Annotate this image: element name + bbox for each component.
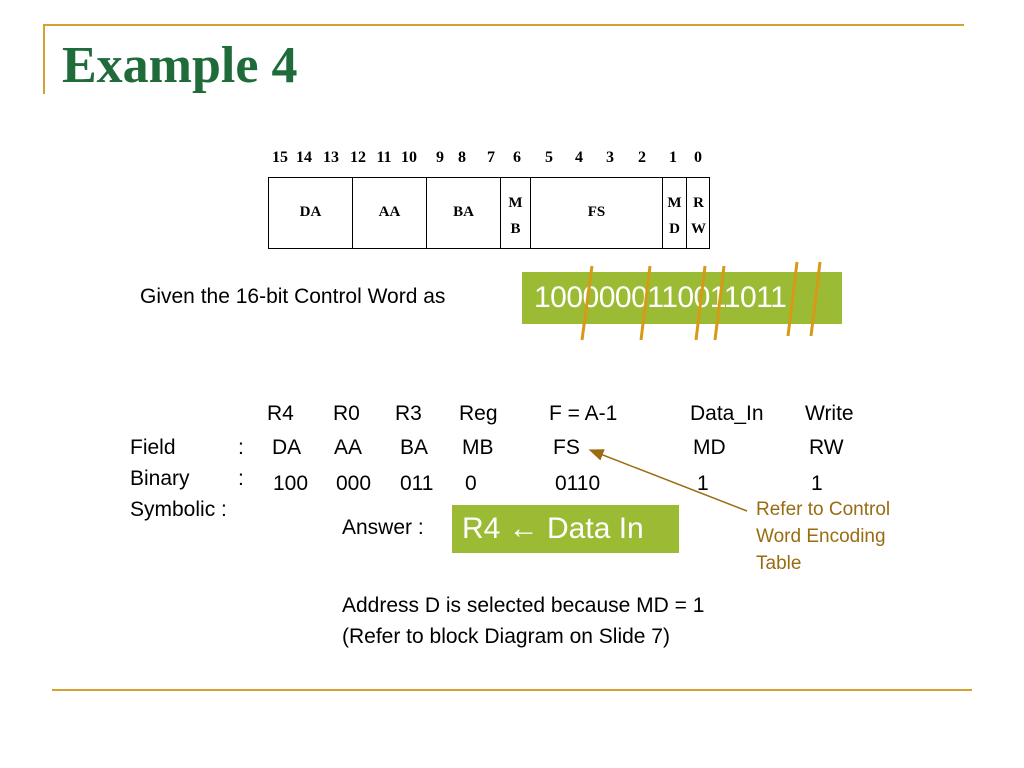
field-separator (426, 177, 427, 249)
field-row-colon: : (238, 436, 244, 459)
given-label: Given the 16-bit Control Word as (140, 285, 446, 308)
bit-number: 11 (376, 149, 392, 166)
explanation-line2: (Refer to block Diagram on Slide 7) (342, 625, 670, 648)
field-divider-stroke (786, 261, 799, 337)
bit-number: 12 (350, 149, 366, 166)
control-word-value: 1000000110011011 (534, 281, 787, 314)
register-md: Data_In (690, 402, 764, 425)
field-row-label: Field (130, 436, 176, 459)
slide-title: Example 4 (62, 37, 298, 94)
binary-da: 100 (273, 472, 309, 495)
callout-line: Refer to Control (756, 499, 891, 520)
field-separator (530, 177, 531, 249)
field-row-ba: BA (400, 436, 429, 459)
field-separator (662, 177, 663, 249)
field-row-md: MD (693, 436, 726, 459)
field-mb-line1: M (508, 195, 523, 211)
bit-number: 7 (487, 149, 495, 166)
bit-number: 3 (606, 149, 614, 166)
field-row-da: DA (272, 436, 302, 459)
field-divider-stroke (809, 261, 822, 337)
register-fs: F = A-1 (549, 402, 618, 425)
bit-number: 6 (513, 149, 521, 166)
bit-number: 2 (638, 149, 646, 166)
register-da: R4 (267, 402, 294, 425)
bit-number: 15 (272, 149, 288, 166)
top-divider (43, 24, 964, 26)
binary-rw: 1 (811, 472, 823, 495)
field-mb-line2: B (510, 221, 521, 237)
binary-row-colon: : (238, 467, 244, 490)
binary-md: 1 (697, 472, 709, 495)
binary-ba: 011 (400, 472, 434, 495)
bit-number: 5 (545, 149, 553, 166)
bit-number: 9 (436, 149, 444, 166)
explanation-line1: Address D is selected because MD = 1 (342, 594, 705, 617)
answer-value: R4 ← Data In (462, 512, 644, 545)
field-md-line1: M (667, 195, 682, 211)
bit-number: 8 (458, 149, 466, 166)
field-divider-stroke (580, 265, 594, 341)
symbolic-row-label: Symbolic : (130, 498, 227, 521)
field-row-fs: FS (553, 436, 580, 459)
field-divider-stroke (639, 265, 652, 341)
binary-row-label: Binary (130, 467, 190, 490)
field-row-rw: RW (809, 436, 844, 459)
left-divider (43, 24, 45, 94)
bottom-divider (52, 689, 972, 691)
bit-number: 1 (669, 149, 677, 166)
field-divider-stroke (713, 265, 726, 341)
bit-number: 13 (323, 149, 339, 166)
field-separator (686, 177, 687, 249)
field-row-aa: AA (334, 436, 363, 459)
field-separator (352, 177, 353, 249)
callout-note: Refer to Control Word Encoding Table (756, 496, 890, 577)
register-ba: R3 (395, 402, 422, 425)
answer-label: Answer : (342, 516, 424, 539)
binary-aa: 000 (336, 472, 372, 495)
binary-mb: 0 (465, 472, 477, 495)
register-aa: R0 (333, 402, 360, 425)
callout-arrow (588, 449, 748, 512)
bit-number: 0 (694, 149, 702, 166)
register-mb: Reg (459, 402, 498, 425)
answer-highlight (452, 505, 679, 553)
field-fs: FS (587, 204, 606, 220)
field-aa: AA (378, 204, 401, 220)
field-rw-line2: W (691, 221, 706, 237)
field-divider-stroke (694, 265, 707, 341)
bit-number: 14 (296, 149, 312, 166)
callout-line: Table (756, 553, 802, 574)
bit-number: 4 (575, 149, 583, 166)
field-rw-line1: R (693, 195, 704, 211)
field-md-line2: D (669, 221, 680, 237)
callout-line: Word Encoding (756, 526, 886, 547)
field-row-mb: MB (462, 436, 494, 459)
bit-number: 10 (401, 149, 417, 166)
control-word-box (268, 177, 710, 249)
binary-fs: 0110 (555, 472, 601, 495)
control-word-highlight (522, 272, 842, 324)
field-separator (500, 177, 501, 249)
register-rw: Write (805, 402, 854, 425)
field-da: DA (299, 204, 322, 220)
field-ba: BA (453, 204, 474, 220)
